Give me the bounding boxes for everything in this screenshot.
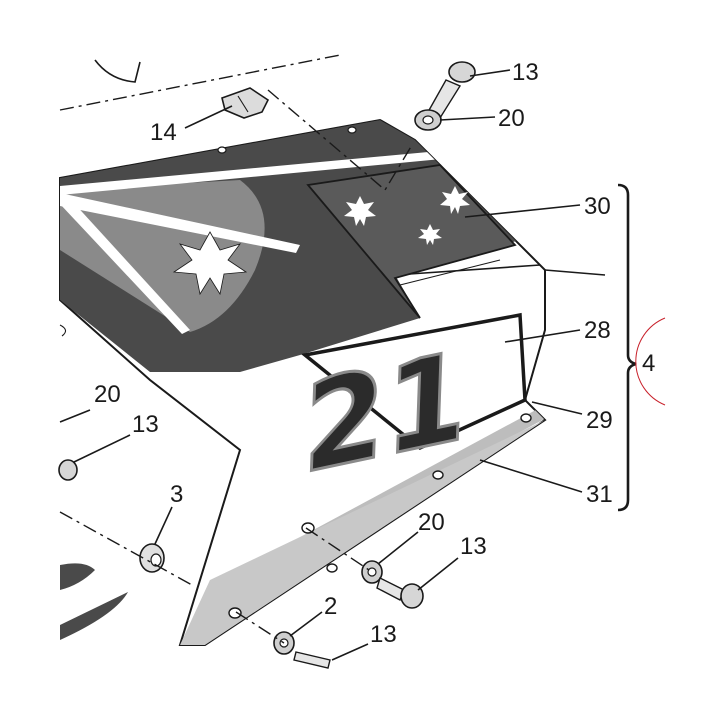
hole-5	[228, 607, 242, 619]
grommet-3	[139, 543, 165, 573]
callout-31: 31	[586, 481, 613, 508]
group-brace	[617, 183, 637, 512]
hole-2	[432, 470, 444, 480]
hole-7	[347, 126, 357, 134]
callout-3: 3	[170, 481, 183, 508]
leader-13c	[417, 557, 459, 591]
mounting-holes	[217, 126, 532, 619]
leader-20a	[439, 116, 496, 121]
star-small-1	[344, 196, 376, 226]
washer-top	[414, 109, 442, 131]
callout-29: 29	[586, 407, 613, 434]
callout-4: 4	[642, 350, 655, 377]
bolt-left-head	[58, 459, 78, 481]
leader-4-top	[544, 269, 606, 276]
decal-number: 21	[301, 323, 469, 502]
leader-20b	[59, 409, 91, 423]
alignment-line-left	[59, 511, 193, 586]
callout-2: 2	[324, 593, 337, 620]
washer-right-hole	[367, 567, 377, 577]
lower-gray-panel	[180, 420, 545, 645]
leader-31	[479, 459, 583, 493]
star-small-3	[440, 186, 470, 214]
leader-29	[531, 401, 583, 415]
bolt-top	[427, 61, 476, 119]
washer-top-hole	[422, 115, 434, 125]
leader-30	[464, 204, 581, 218]
callout-13-bottom: 13	[370, 621, 397, 648]
decal-30-flag-patch	[306, 164, 517, 319]
tank-outline-fragment	[94, 59, 141, 83]
leader-lines	[59, 69, 606, 661]
leader-2	[289, 611, 323, 637]
washer-right	[361, 560, 383, 584]
callout-20-right: 20	[418, 509, 445, 536]
callout-labels: 13 20 14 30 28 29 31 4 20 13 3 20 13 2 1…	[94, 59, 655, 648]
stripe-separator	[394, 264, 541, 276]
leader-3	[154, 506, 173, 545]
grommet-hole	[150, 553, 162, 567]
callout-14: 14	[150, 119, 177, 146]
bolt-left	[58, 459, 78, 481]
callout-13-left: 13	[132, 411, 159, 438]
flag-stripe-2	[60, 190, 190, 334]
bolt-right-shank	[376, 577, 405, 601]
leader-13a	[469, 69, 511, 77]
leader-13b	[73, 434, 131, 463]
flag-light-area	[60, 180, 265, 332]
frame-edge-left	[59, 324, 67, 337]
panel-crease	[399, 259, 501, 286]
clip-part-14	[221, 87, 270, 119]
leader-28	[504, 329, 581, 343]
flag-stripe-1	[60, 193, 300, 253]
clip-body	[221, 87, 270, 119]
alignment-line-top	[59, 54, 341, 111]
leader-20c	[377, 531, 419, 565]
bolt-bottom	[293, 651, 331, 669]
star-small-2	[418, 224, 442, 245]
frame-part-dark-1	[60, 563, 95, 590]
callout-28: 28	[584, 317, 611, 344]
leader-13d	[331, 643, 369, 661]
frame-part-dark-2	[60, 592, 128, 640]
bolt-right	[376, 577, 424, 609]
hole-1	[520, 413, 532, 423]
alignment-line-bottom	[235, 611, 285, 644]
bolt-bottom-shank	[293, 651, 331, 669]
callout-20-left: 20	[94, 381, 121, 408]
star-large	[172, 231, 248, 296]
alignment-line-right	[305, 527, 373, 573]
highlight-circle	[635, 317, 666, 406]
hole-6	[217, 146, 227, 154]
callout-13-top: 13	[512, 59, 539, 86]
number-panel-outline	[300, 312, 527, 451]
clip-slot	[237, 95, 249, 113]
callout-30: 30	[584, 193, 611, 220]
leader-14	[184, 105, 233, 129]
decal-number-panel: 21	[300, 312, 527, 503]
bolt-top-head	[448, 61, 476, 83]
flag-stripe-3	[60, 150, 452, 195]
callout-13-right: 13	[460, 533, 487, 560]
hole-4	[326, 563, 338, 573]
bolt-right-head	[400, 583, 424, 609]
callout-20-top: 20	[498, 105, 525, 132]
